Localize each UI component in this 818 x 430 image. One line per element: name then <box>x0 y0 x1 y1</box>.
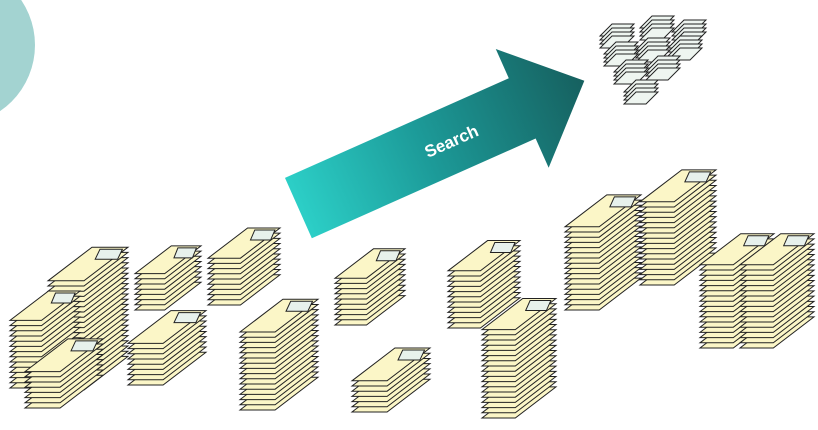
document-pile-13 <box>238 298 320 411</box>
document-pile-8 <box>638 169 718 286</box>
document-tab <box>50 292 76 304</box>
document-tab <box>173 247 198 259</box>
document-pile-6 <box>446 240 522 329</box>
document-tab <box>70 340 99 352</box>
search-result-pile <box>598 15 708 105</box>
document-pile-7 <box>563 194 643 311</box>
document-pile-5 <box>333 248 407 326</box>
document-tab <box>782 235 810 247</box>
document-pile-14 <box>350 347 432 413</box>
document-tab <box>375 250 401 262</box>
document-pile-4 <box>206 227 282 306</box>
decorative-circle <box>0 0 35 112</box>
document-tab <box>684 171 712 183</box>
search-arrow: Search <box>284 49 585 239</box>
document-tab <box>489 242 516 254</box>
document-tab <box>742 235 770 247</box>
document-tab <box>609 196 637 208</box>
document-tab <box>285 300 314 312</box>
document-tab <box>249 229 276 241</box>
document-pile-3 <box>133 245 203 311</box>
document-pile-10 <box>738 233 816 349</box>
result-sheet <box>622 91 660 105</box>
document-tab <box>173 312 202 324</box>
document-pile-15 <box>480 298 558 419</box>
document-piles <box>8 169 816 419</box>
document-pile-11 <box>23 338 105 409</box>
document-pile-12 <box>126 310 208 386</box>
document-tab <box>524 300 552 312</box>
document-tab <box>397 349 426 361</box>
document-tab <box>94 248 124 260</box>
search-arrow-shape <box>284 49 585 239</box>
result-sheet <box>644 67 682 81</box>
